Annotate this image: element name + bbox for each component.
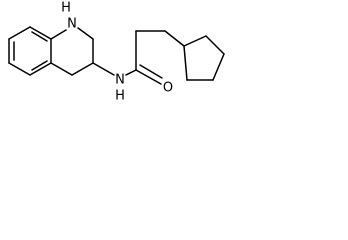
- bond-c3-amide-n: [92, 62, 115, 76]
- saturated-ring: [50, 27, 94, 76]
- bond-cp5-cp1: [183, 45, 188, 81]
- bond-cp3-cp4: [212, 53, 225, 81]
- bond-cp1-cp2: [183, 35, 207, 47]
- bond-n1-c2: [77, 27, 94, 40]
- amide-hydrogen-label: H: [115, 89, 125, 104]
- ring-nitrogen-label: N: [67, 17, 77, 32]
- bond-c4a-c8a: [29, 26, 52, 40]
- bond-amide-n-carbonyl-c: [125, 69, 137, 76]
- bond-c4a-n1: [50, 29, 67, 40]
- bond-carbonyl-c-o-double: [139, 64, 163, 79]
- ring-nh-hydrogen-label: H: [61, 1, 71, 16]
- amide-nitrogen-label: N: [115, 73, 125, 88]
- bond-c7-c6: [8, 62, 31, 76]
- amide-chain: [92, 30, 185, 85]
- bond-beta-c-gamma-c: [164, 30, 185, 47]
- bond-carbonyl-c-o: [135, 69, 162, 85]
- cyclopentane-ring: [183, 35, 225, 81]
- molecule-structure-diagram: H N N H O: [8, 1, 225, 104]
- bond-c4-c5: [50, 62, 73, 76]
- bond-c6-c5: [29, 62, 52, 76]
- aromatic-inner-bond-2: [31, 60, 48, 71]
- bond-c3-c4: [71, 62, 94, 76]
- aromatic-inner-bond-3: [31, 31, 48, 42]
- carbonyl-oxygen-label: O: [163, 81, 173, 96]
- bond-cp2-cp3: [205, 35, 225, 55]
- bond-c8a-c8: [8, 26, 31, 40]
- benzene-ring: [8, 26, 52, 76]
